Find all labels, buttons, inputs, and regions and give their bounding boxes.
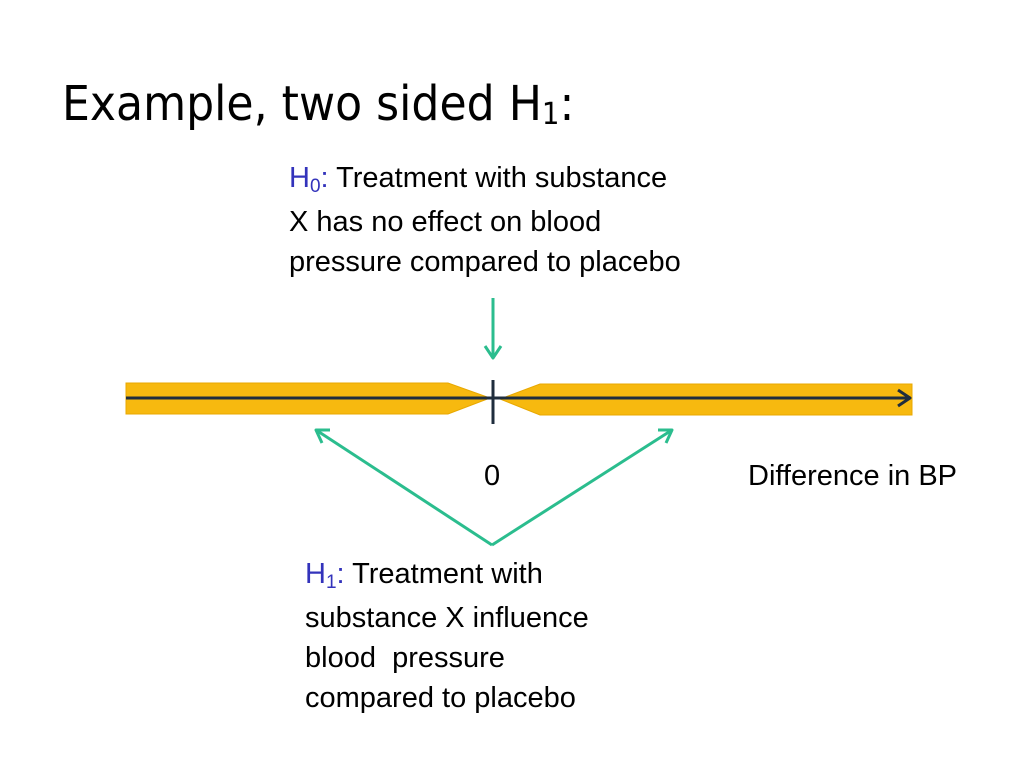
title-subscript: 1	[541, 97, 560, 132]
h1-line-2: substance X influence	[305, 602, 589, 634]
h1-label: H1:	[305, 558, 345, 593]
axis-label: Difference in BP	[748, 460, 958, 492]
h0-line-1: Treatment with substance	[328, 162, 668, 194]
h0-arrow-head	[483, 345, 503, 360]
h0-line-2: X has no effect on blood	[289, 206, 602, 238]
h1-arrow-right-shaft	[491, 428, 673, 547]
h1-line-4: compared to placebo	[305, 682, 576, 714]
h1-line-1: Treatment with	[344, 558, 543, 590]
axis-arrowhead	[897, 388, 912, 408]
h1-line-3: blood pressure	[305, 642, 505, 674]
h1-arrow-right-head	[658, 428, 674, 444]
title-text: Example, two sided H	[62, 76, 542, 132]
title-suffix: :	[559, 76, 575, 132]
zero-label: 0	[484, 460, 501, 492]
h1-arrow-left-head	[314, 428, 330, 444]
h0-label: H0:	[289, 162, 329, 197]
h1-arrow-left-shaft	[315, 428, 493, 547]
h1-hypothesis: H1: Treatment with substance X influence…	[305, 554, 655, 718]
h0-line-3: pressure compared to placebo	[289, 246, 681, 278]
slide-title: Example, two sided H1:	[62, 72, 574, 143]
h0-hypothesis: H0: Treatment with substance X has no ef…	[289, 158, 759, 282]
